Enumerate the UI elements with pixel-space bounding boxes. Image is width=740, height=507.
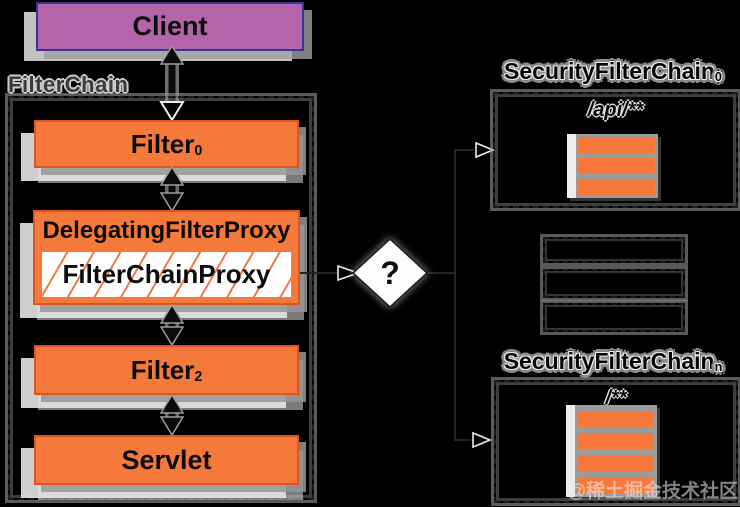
client-label: Client [132,11,208,41]
filter-chain-proxy-box: FilterChainProxy [42,252,291,297]
chain0-path-pattern: /api/** [587,99,644,121]
delegating-filter-proxy-label: DelegatingFilterProxy [42,217,291,244]
filter-bar [577,455,654,471]
security-filter-chainN-subscript: n [714,360,723,375]
security-filter-chainN-title: SecurityFilterChainn [503,348,723,375]
chainN-path-pattern: /** [605,387,627,409]
arrow-filter0-dfp [159,165,185,213]
ellipsis-chain-box [543,303,685,332]
filter0-label: Filter0 [130,128,203,160]
filter-bar [577,411,654,427]
client-box: Client [36,2,304,51]
chain0-filter-stack [567,134,658,198]
filter-chain-label: FilterChain [8,72,129,97]
filter0-box: Filter0 [34,120,299,168]
security-filter-chain0-title: SecurityFilterChain0 [504,58,722,85]
watermark: @稀土掘金技术社区 [567,481,738,502]
arrowhead-to-chainN [472,431,493,449]
arrow-client-filter0 [159,44,185,122]
filter-bar [578,179,655,195]
filter2-subscript: 2 [194,369,203,386]
security-filter-chain0-box: /api/** [493,92,738,208]
arrowhead-to-chain0 [475,141,496,159]
security-filter-chainN-box: /** [494,380,738,503]
servlet-label: Servlet [121,444,212,475]
servlet-box: Servlet [34,435,299,485]
filter-chain-proxy-label: FilterChainProxy [62,259,271,289]
decision-diamond: ? [351,237,429,309]
security-filter-chain0-subscript: 0 [714,70,722,85]
filter0-subscript: 0 [194,143,203,160]
filter-bar [577,477,654,493]
filter-bar [577,433,654,449]
filter-bar [578,158,655,174]
arrowhead-to-decision [337,264,361,282]
delegating-filter-proxy-box: DelegatingFilterProxy FilterChainProxy [33,210,300,305]
decision-label: ? [380,255,400,291]
chain0-filter-stack-edge [567,134,576,198]
chainN-filter-stack [566,405,657,497]
arrow-fcp-filter2 [159,303,185,347]
chainN-filter-stack-edge [566,405,575,497]
ellipsis-chain-box [543,237,685,263]
ellipsis-chain-box [543,269,685,298]
filter2-box: Filter2 [34,345,299,395]
filter-bar [578,137,655,153]
filter-chain-container [8,96,314,500]
arrow-filter2-servlet [159,393,185,437]
decision-connectors [300,141,496,449]
filter2-label: Filter2 [130,354,203,386]
